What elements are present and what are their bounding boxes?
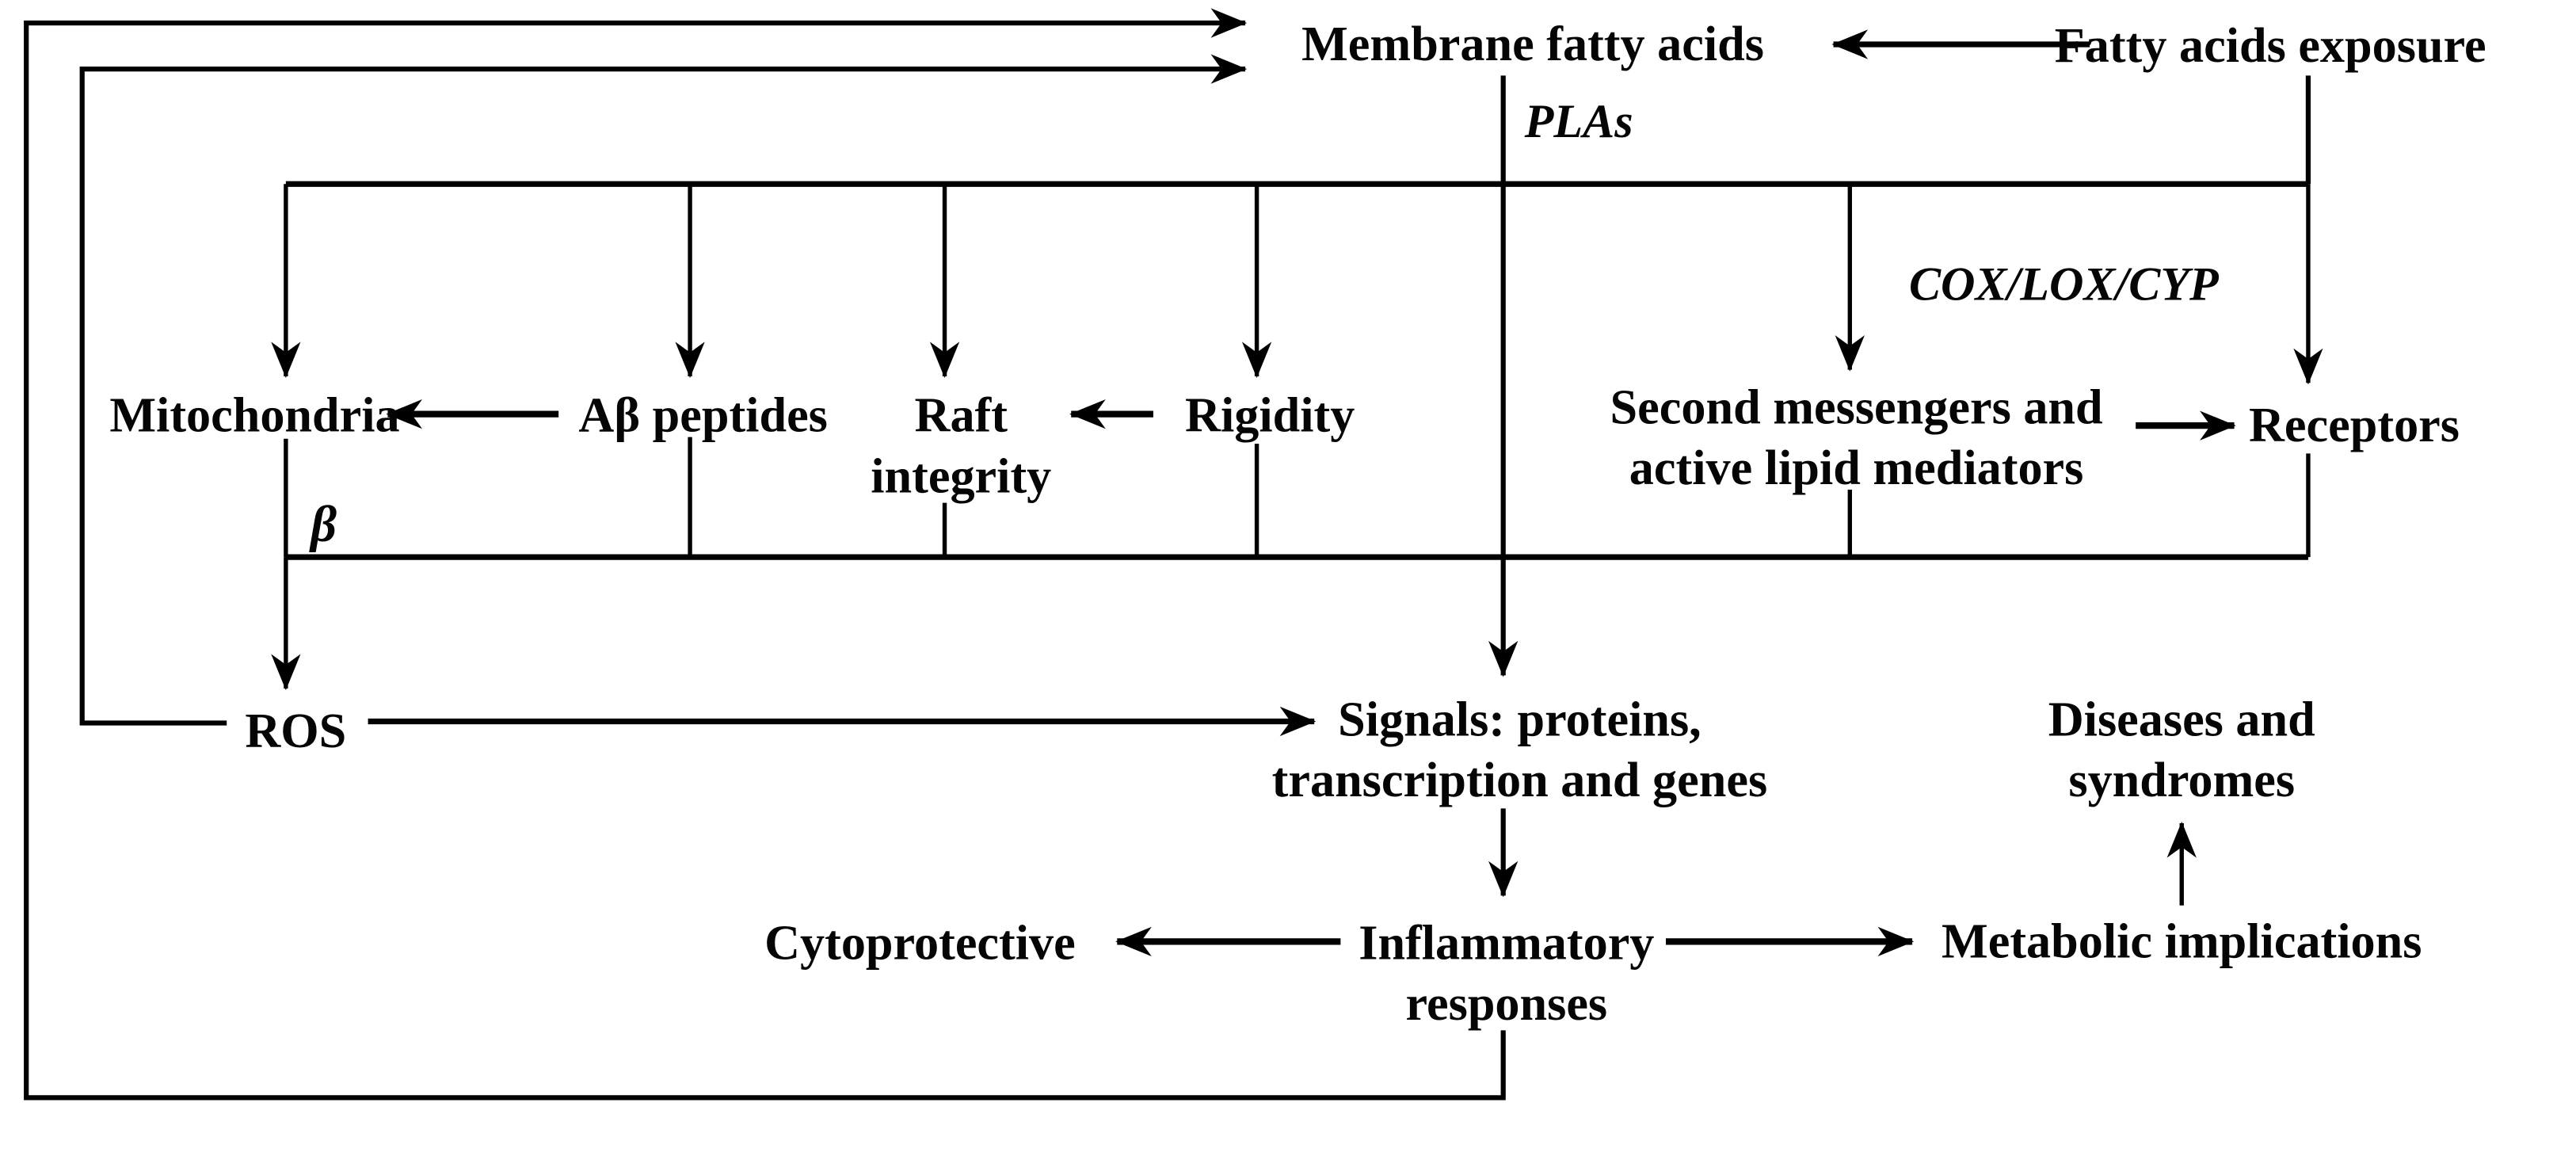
node-label-raft-integrity-line1: Raft bbox=[915, 389, 1008, 443]
node-label-raft-integrity-line2: integrity bbox=[871, 449, 1051, 503]
node-label-diseases-syndromes-line1: Diseases and bbox=[2048, 692, 2315, 746]
node-label-inflammatory-responses-line1: Inflammatory bbox=[1358, 916, 1654, 970]
node-label-abeta-peptides: Aβ peptides bbox=[578, 389, 827, 443]
edge-loop-ros-to-membrane bbox=[79, 54, 1248, 726]
node-label-rigidity: Rigidity bbox=[1185, 389, 1355, 443]
node-label-cytoprotective: Cytoprotective bbox=[764, 916, 1076, 970]
node-label-signals-line2: transcription and genes bbox=[1272, 753, 1768, 807]
node-label-signals-line1: Signals: proteins, bbox=[1338, 692, 1701, 746]
node-label-diseases-syndromes-line2: syndromes bbox=[2068, 753, 2295, 807]
node-label-second-messengers-line2: active lipid mediators bbox=[1629, 441, 2084, 495]
node-label-membrane-fatty-acids: Membrane fatty acids bbox=[1301, 17, 1764, 71]
node-label-metabolic-implications: Metabolic implications bbox=[1942, 914, 2422, 968]
node-label-plas-label: PLAs bbox=[1524, 95, 1633, 148]
node-label-second-messengers-line1: Second messengers and bbox=[1610, 380, 2103, 434]
node-label-inflammatory-responses-line2: responses bbox=[1406, 977, 1608, 1031]
node-label-mitochondria: Mitochondria bbox=[109, 389, 399, 443]
node-label-ros: ROS bbox=[245, 704, 346, 758]
node-label-fatty-acids-exposure: Fatty acids exposure bbox=[2055, 19, 2486, 73]
node-label-cox-lox-cyp-label: COX/LOX/CYP bbox=[1909, 258, 2220, 311]
node-label-receptors: Receptors bbox=[2249, 399, 2460, 452]
edge-loop-inflammatory-to-membrane bbox=[24, 8, 1506, 1101]
node-label-beta-label: β bbox=[309, 496, 337, 552]
